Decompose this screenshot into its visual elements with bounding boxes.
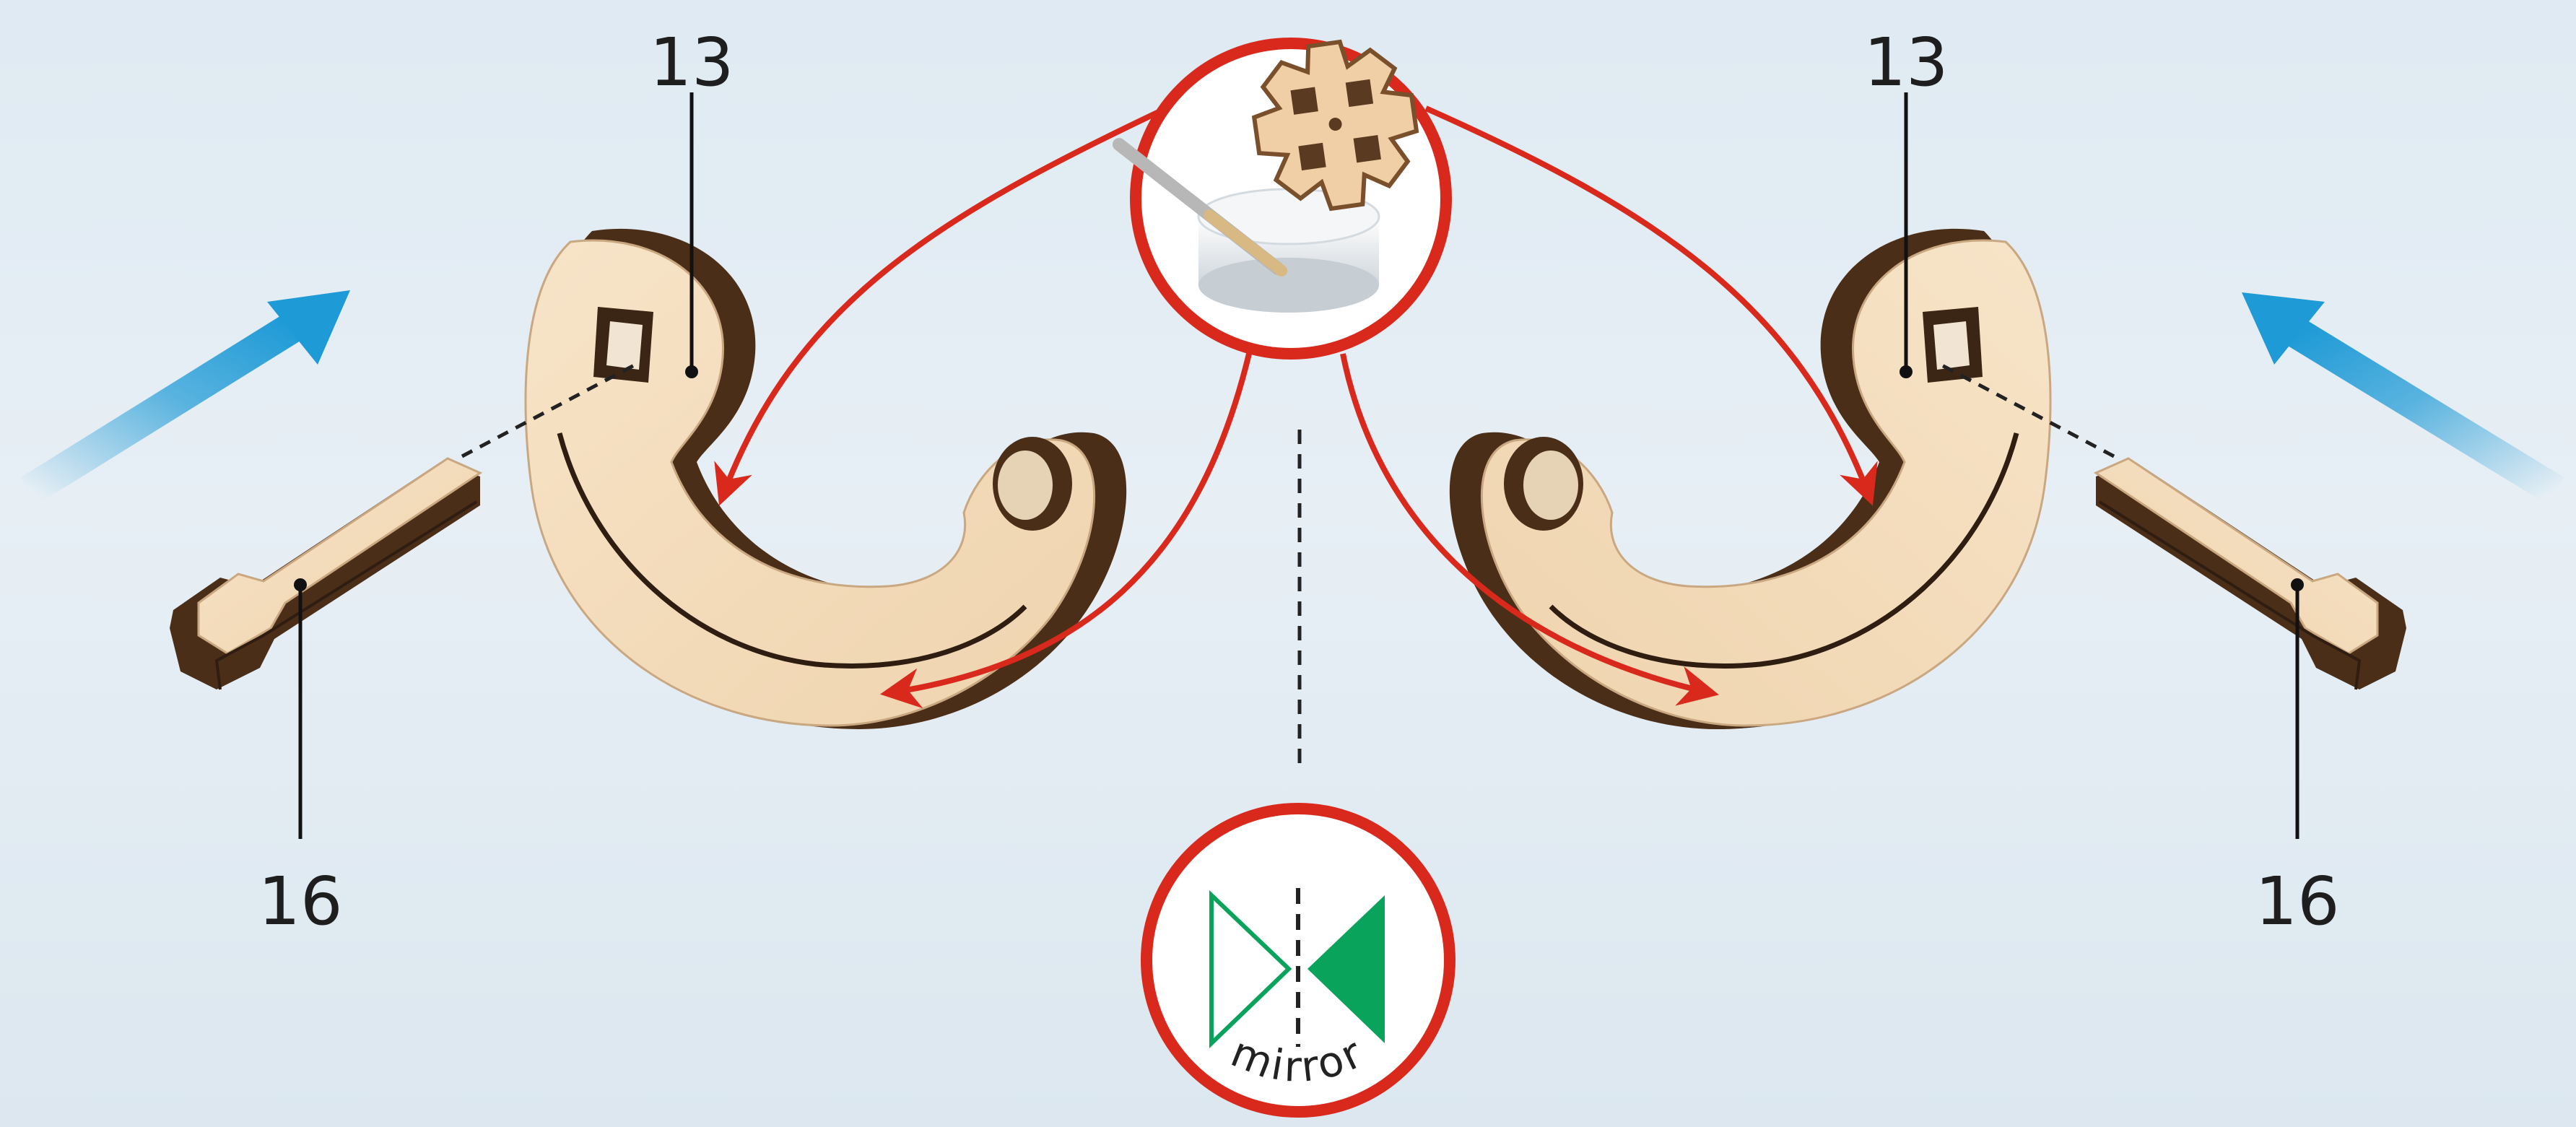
part-label-13-right: 13 [1863, 24, 1948, 101]
leader-dot-16-right [2291, 578, 2304, 591]
glue-badge [1119, 33, 1446, 354]
leader-dot-13-right [1900, 365, 1913, 378]
leader-dot-16-left [294, 578, 307, 591]
part-label-13-left: 13 [649, 24, 734, 101]
left-scroll-piece [526, 229, 1126, 729]
part-label-16-left: 16 [258, 863, 342, 940]
blue-motion-arrow-left [29, 290, 350, 491]
leader-dot-13-left [685, 365, 698, 378]
mirror-badge: mirror [1146, 809, 1450, 1112]
blue-motion-arrow-right [2242, 292, 2556, 491]
left-connector-piece [170, 458, 480, 689]
right-connector-piece [2096, 458, 2406, 689]
part-label-16-right: 16 [2255, 863, 2339, 940]
